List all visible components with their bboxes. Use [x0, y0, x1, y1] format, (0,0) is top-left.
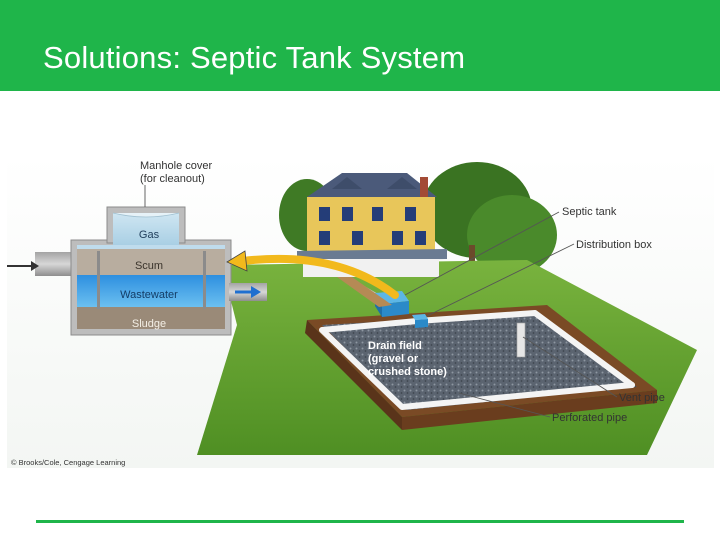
drain-field-label: Drain field	[368, 340, 422, 352]
zoom-arrow-icon	[226, 250, 248, 272]
perforated-pipe	[319, 310, 635, 410]
drain-field-gravel	[322, 313, 637, 410]
wastewater-layer	[77, 275, 225, 307]
sludge-layer	[77, 307, 225, 329]
sludge-label: Sludge	[132, 318, 166, 330]
vent-pipe	[516, 322, 526, 358]
vent-pipe-label: Vent pipe	[619, 392, 665, 404]
credit-text: © Brooks/Cole, Cengage Learning	[11, 458, 125, 467]
drain-field-sublabel-2: crushed stone)	[368, 366, 447, 378]
manhole-cover-sublabel: (for cleanout)	[140, 173, 205, 185]
manhole-cover-label: Manhole cover	[140, 160, 212, 172]
outflow-arrow-icon	[251, 286, 261, 298]
drain-field-sublabel-1: (gravel or	[368, 353, 419, 365]
gas-label: Gas	[139, 229, 160, 241]
gas-layer	[113, 213, 179, 245]
title-bar: Solutions: Septic Tank System	[0, 0, 720, 91]
septic-tank-label: Septic tank	[562, 206, 617, 218]
septic-system-diagram: Manhole cover (for cleanout) Gas Scum Wa…	[7, 155, 714, 468]
tank-cross-section	[35, 206, 267, 336]
flow-arrows	[7, 250, 399, 299]
wastewater-label: Wastewater	[120, 289, 178, 301]
footer-rule	[36, 520, 684, 523]
inflow-arrow-icon	[31, 261, 39, 271]
house	[297, 173, 447, 277]
callout-lines	[144, 185, 618, 418]
scum-label: Scum	[135, 260, 163, 272]
distribution-box	[412, 314, 428, 328]
slide-title: Solutions: Septic Tank System	[43, 40, 466, 75]
yard-landscape	[197, 162, 697, 455]
distribution-box-label: Distribution box	[576, 239, 652, 251]
scum-layer	[77, 249, 225, 275]
perforated-pipe-label: Perforated pipe	[552, 412, 627, 424]
